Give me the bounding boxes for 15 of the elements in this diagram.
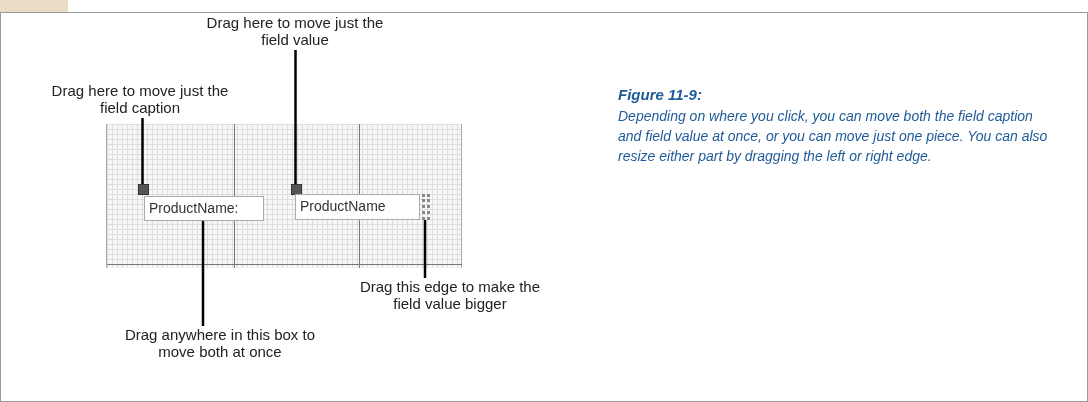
- callout-text: Drag this edge to make the field value bigger: [350, 278, 550, 314]
- resize-handle: [138, 184, 149, 195]
- figure-title: Figure 11-9:: [618, 86, 702, 103]
- callout-text: Drag here to move just the field caption: [40, 82, 240, 118]
- callout-text: Drag here to move just the field value: [200, 14, 390, 50]
- edge-handle: [422, 194, 430, 220]
- leader-line: [201, 221, 205, 326]
- leader-line: [423, 220, 427, 278]
- resize-handle: [291, 184, 302, 195]
- leader-line: [294, 50, 297, 184]
- callout-text: Drag anywhere in this box to move both at once: [120, 326, 320, 362]
- field-label: ProductName:: [144, 196, 264, 221]
- figure-caption: Depending on where you click, you can move both the field caption and field value at once, or you can move just one piece. You can also resize either part by dragging the left or right edge.: [618, 107, 1048, 166]
- leader-line: [141, 118, 144, 184]
- field-label: ProductName: [295, 194, 420, 220]
